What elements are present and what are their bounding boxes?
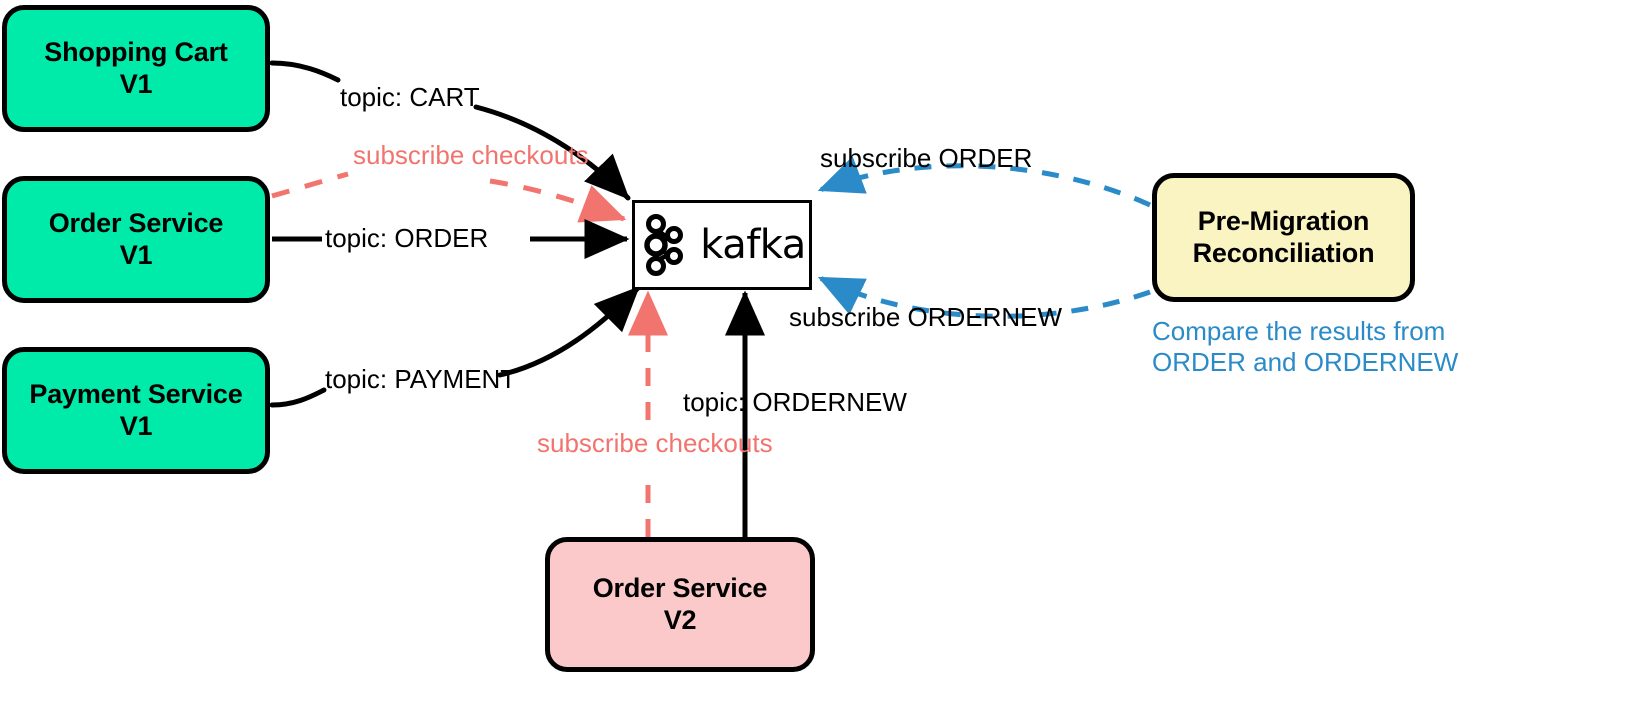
node-payment-service-v1[interactable]: Payment Service V1 [2, 347, 270, 474]
kafka-logo-icon [638, 214, 690, 276]
reconciliation-caption-line2: ORDER and ORDERNEW [1152, 347, 1459, 378]
edge-label-order-v2-subscribe-line1: subscribe [537, 428, 649, 458]
edge-order-v1-subscribe-segment-2 [489, 178, 627, 223]
edge-label-topic-payment: topic: PAYMENT [325, 364, 517, 394]
node-order-service-v2-version: V2 [663, 604, 697, 635]
edge-label-order-v2-subscribe-checkouts: subscribe checkouts [537, 428, 773, 459]
node-order-service-v1[interactable]: Order Service V1 [2, 176, 270, 303]
edge-label-topic-order: topic: ORDER [325, 223, 489, 253]
reconciliation-caption: Compare the results from ORDER and ORDER… [1152, 316, 1458, 378]
edge-reconcile-subscribe-order [817, 156, 1152, 208]
edge-reconcile-subscribe-ordernew [817, 275, 1151, 319]
edge-cart-publish-segment-1 [269, 60, 341, 83]
edge-label-topic-ordernew: topic: ORDERNEW [683, 387, 907, 417]
node-shopping-cart-v1-name: Shopping Cart [44, 36, 228, 67]
node-shopping-cart-v1[interactable]: Shopping Cart V1 [2, 5, 270, 132]
edge-payment-publish-segment-1 [269, 387, 327, 408]
edge-label-subscribe-order: subscribe ORDER [820, 143, 1033, 173]
edge-order-v1-subscribe-segment-1 [271, 171, 349, 199]
node-order-service-v2-name: Order Service [592, 572, 768, 603]
edge-label-subscribe-ordernew: subscribe ORDERNEW [789, 302, 1063, 332]
node-shopping-cart-v1-version: V1 [119, 68, 153, 99]
node-pre-migration-reconciliation-name: Pre-Migration [1197, 205, 1370, 236]
edge-label-order-v2-subscribe-line2: checkouts [655, 428, 773, 458]
node-pre-migration-reconciliation-subtitle: Reconciliation [1192, 237, 1375, 268]
node-pre-migration-reconciliation[interactable]: Pre-Migration Reconciliation [1152, 173, 1415, 302]
reconciliation-caption-line1: Compare the results from [1152, 316, 1446, 346]
node-payment-service-v1-version: V1 [119, 410, 153, 441]
edge-label-order-v1-subscribe-line2: checkouts [471, 140, 589, 170]
node-kafka-broker[interactable]: kafka [632, 200, 812, 290]
edge-label-topic-cart: topic: CART [340, 82, 480, 112]
node-order-service-v1-name: Order Service [48, 207, 224, 238]
edge-payment-publish-segment-2 [497, 285, 641, 378]
node-payment-service-v1-name: Payment Service [29, 378, 243, 409]
node-order-service-v2[interactable]: Order Service V2 [545, 537, 815, 672]
kafka-wordmark: kafka [700, 222, 806, 268]
edge-label-order-v1-subscribe-line1: subscribe [353, 140, 465, 170]
edge-label-order-v1-subscribe-checkouts: subscribe checkouts [353, 140, 589, 171]
node-order-service-v1-version: V1 [119, 239, 153, 270]
